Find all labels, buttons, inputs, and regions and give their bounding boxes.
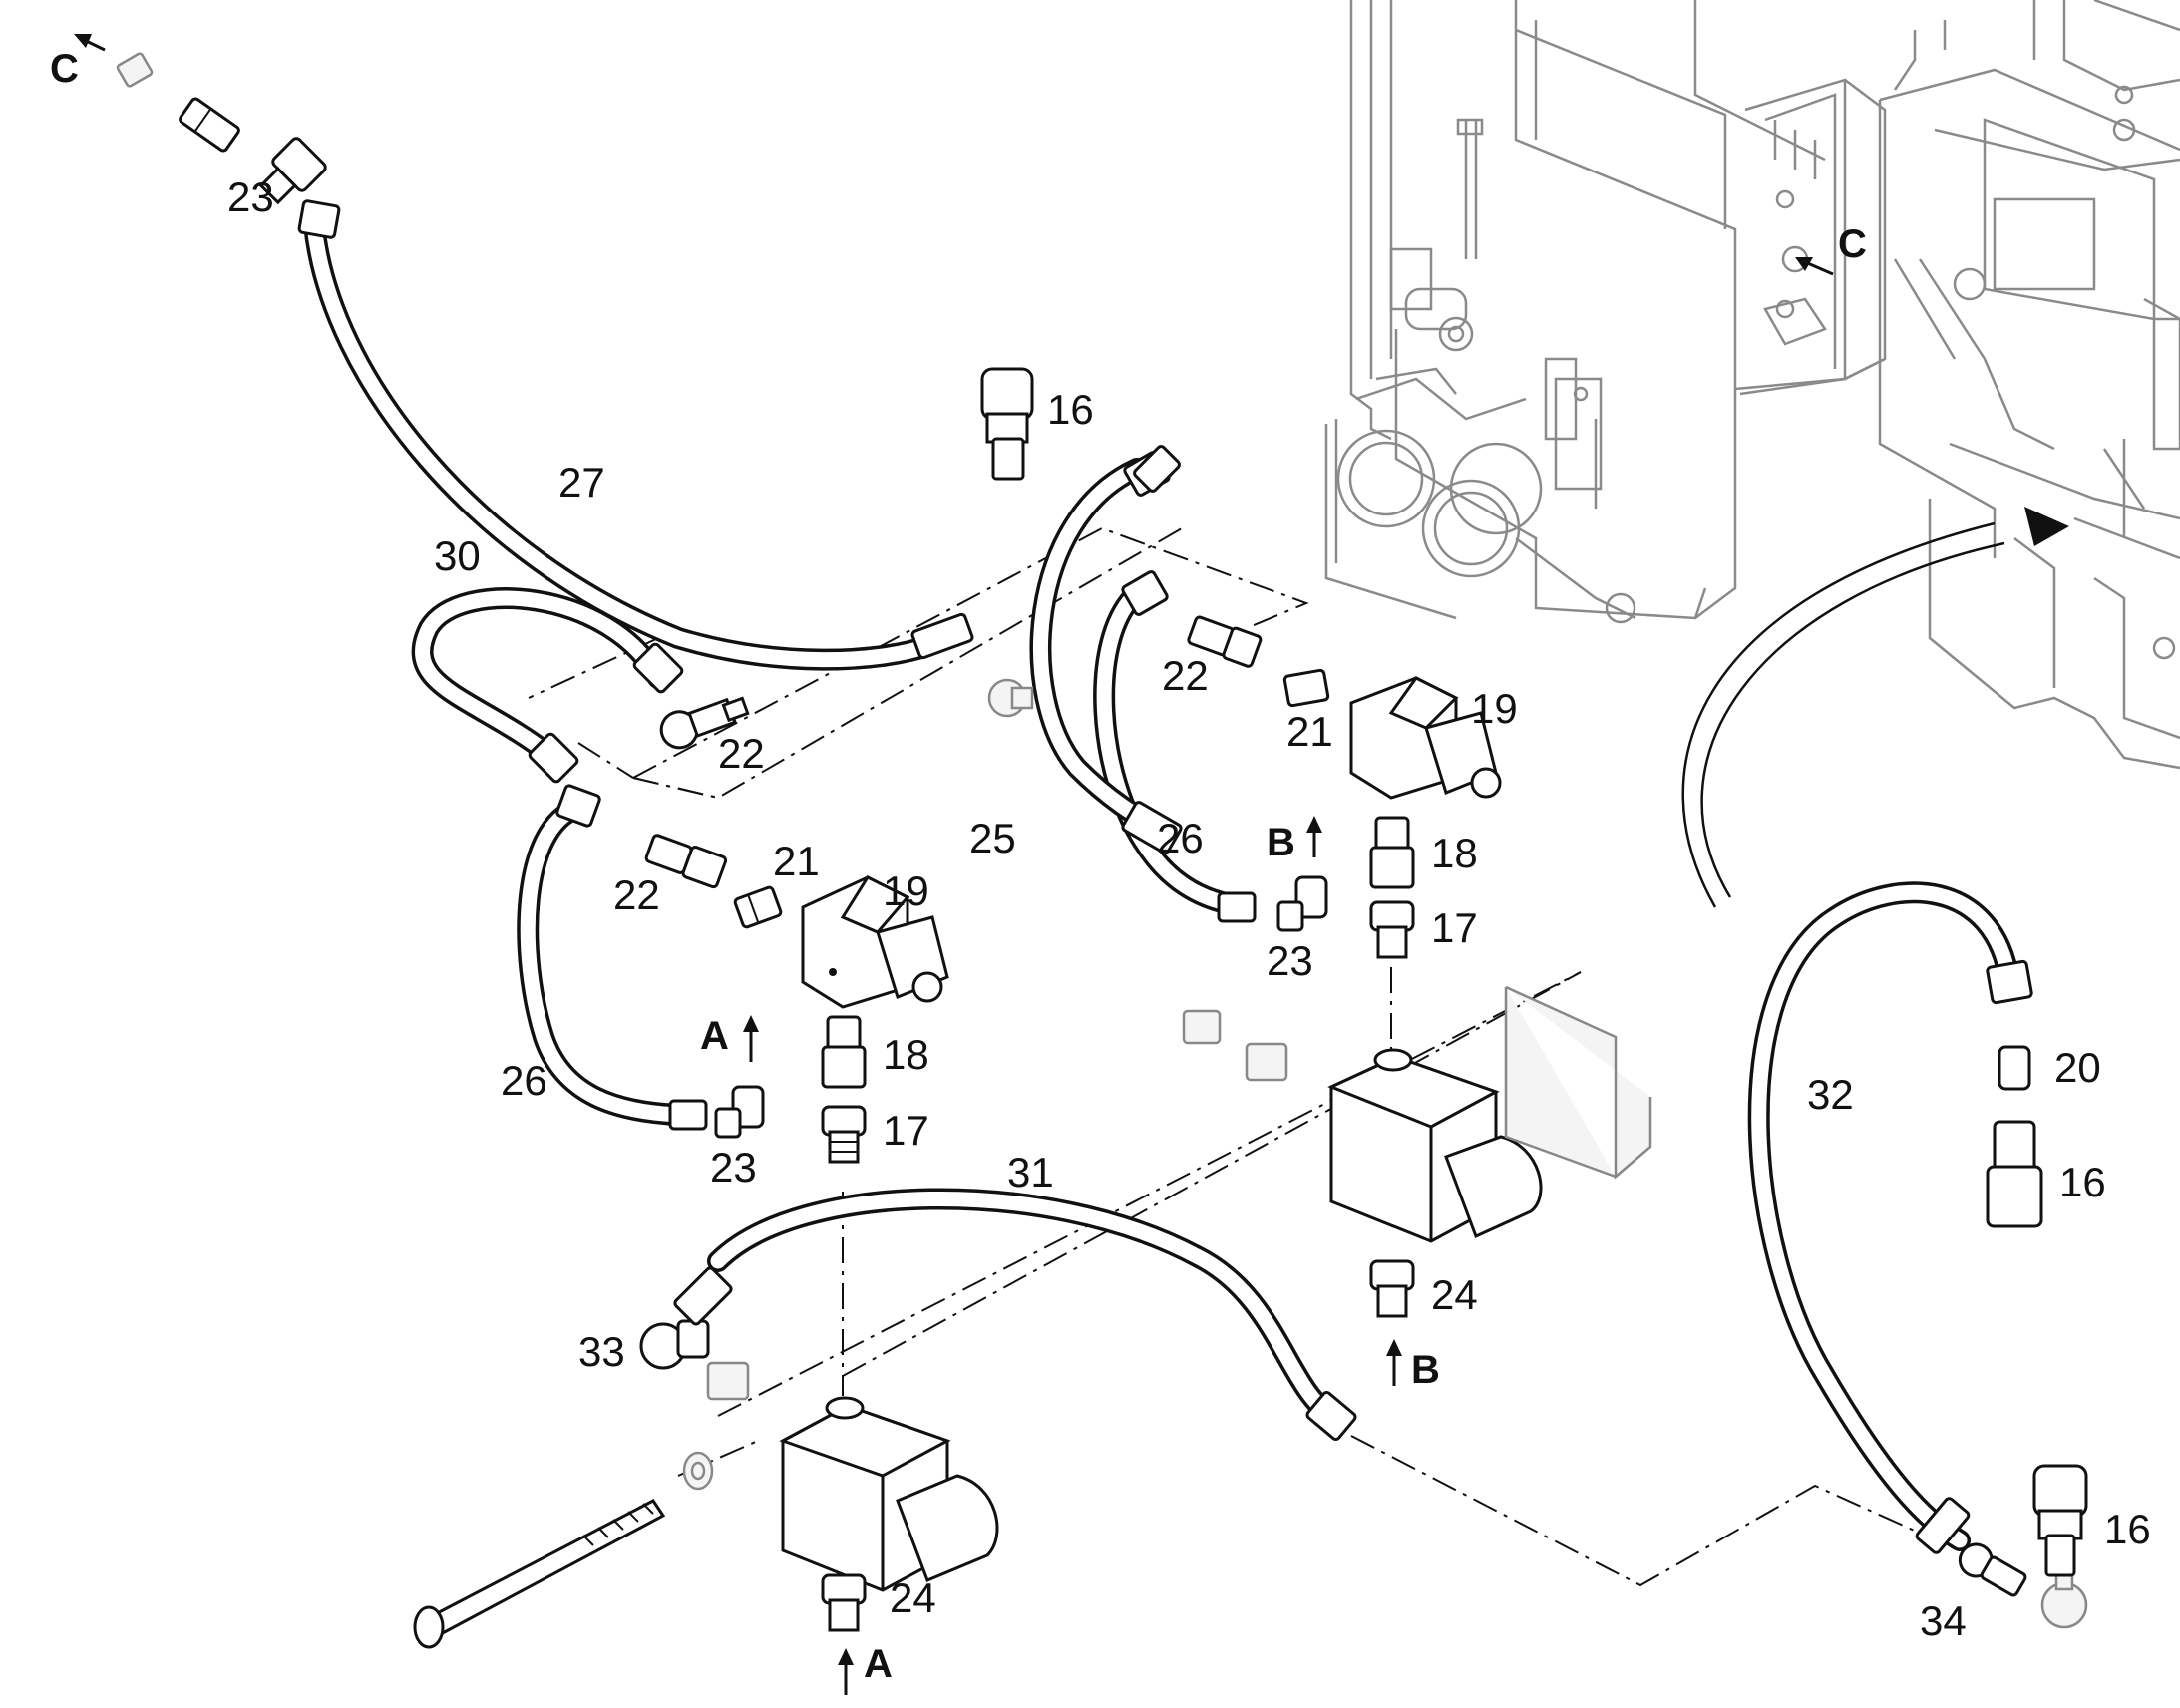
elbow-34 bbox=[1958, 1542, 2027, 1597]
part-16-mid bbox=[1986, 1120, 2043, 1228]
callout-20: 20 bbox=[2054, 1044, 2101, 1091]
ref-c-top: C bbox=[50, 47, 79, 91]
ref-a-bottom: A bbox=[864, 1642, 893, 1686]
callout-21-left: 21 bbox=[773, 838, 820, 884]
callout-25: 25 bbox=[969, 815, 1016, 861]
manifold-block-right bbox=[1327, 985, 1652, 1243]
hoses bbox=[303, 213, 2020, 1551]
callout-22-mid: 22 bbox=[613, 871, 660, 918]
fitting-23-top bbox=[258, 137, 327, 205]
part-18-right bbox=[1369, 816, 1415, 889]
callout-18-right: 18 bbox=[1431, 830, 1478, 876]
callout-27: 27 bbox=[558, 459, 605, 506]
callout-34: 34 bbox=[1920, 1597, 1967, 1644]
callout-23-right: 23 bbox=[1267, 937, 1313, 984]
ref-c-machine: C bbox=[1838, 222, 1867, 266]
part-18-left bbox=[821, 1015, 867, 1089]
callout-26-right: 26 bbox=[1157, 815, 1204, 861]
tee-22-left bbox=[659, 696, 750, 750]
elbow-23-right bbox=[1276, 875, 1328, 932]
part-16-bottom bbox=[2032, 1464, 2088, 1577]
callout-16-mid: 16 bbox=[2059, 1159, 2106, 1205]
part-17-left bbox=[821, 1105, 867, 1164]
callout-33: 33 bbox=[578, 1328, 625, 1375]
leader-lines bbox=[528, 526, 1971, 1587]
callout-23-top: 23 bbox=[227, 173, 274, 220]
hose-31 bbox=[707, 1188, 1342, 1427]
callout-17-right: 17 bbox=[1431, 904, 1478, 951]
callout-26-left: 26 bbox=[501, 1057, 547, 1104]
callout-17-left: 17 bbox=[883, 1107, 929, 1154]
callout-22-right: 22 bbox=[1162, 652, 1209, 699]
callout-32: 32 bbox=[1807, 1071, 1854, 1118]
elbow-33 bbox=[639, 1319, 710, 1370]
valve-19-left bbox=[801, 875, 949, 1009]
part-21-right bbox=[1282, 668, 1330, 708]
callout-19-right: 19 bbox=[1471, 685, 1518, 732]
callout-19-left: 19 bbox=[883, 867, 929, 914]
ref-b-bottom: B bbox=[1411, 1348, 1440, 1392]
part-16-top bbox=[980, 367, 1034, 481]
tee-22-right bbox=[1187, 615, 1263, 668]
callout-18-left: 18 bbox=[883, 1031, 929, 1078]
callout-24-left: 24 bbox=[890, 1574, 936, 1621]
part-24-right bbox=[1369, 1259, 1415, 1318]
pointer-arrow bbox=[1681, 507, 2069, 908]
callout-22-left: 22 bbox=[718, 730, 765, 777]
callout-30: 30 bbox=[434, 532, 481, 579]
part-21-left bbox=[733, 885, 783, 929]
part-17-right bbox=[1369, 900, 1415, 959]
callout-16-bottom: 16 bbox=[2104, 1506, 2151, 1552]
hose-32 bbox=[1747, 881, 2020, 1551]
callout-16-top: 16 bbox=[1047, 386, 1094, 433]
long-bolt bbox=[413, 1499, 666, 1649]
tee-22-mid bbox=[644, 834, 728, 889]
valve-19-right bbox=[1349, 676, 1502, 800]
ref-a-left: A bbox=[700, 1014, 729, 1058]
callout-24-right: 24 bbox=[1431, 1271, 1478, 1318]
callout-23-left: 23 bbox=[710, 1144, 757, 1191]
callout-21-right: 21 bbox=[1286, 708, 1333, 755]
fitting-cref bbox=[116, 52, 154, 88]
callout-31: 31 bbox=[1007, 1149, 1054, 1196]
fitting-union bbox=[179, 97, 240, 153]
part-24-left bbox=[821, 1573, 867, 1632]
callouts: 23 16 27 30 22 22 21 19 25 26 18 17 23 2… bbox=[50, 47, 2151, 1686]
part-20 bbox=[1998, 1045, 2031, 1091]
elbow-23-left bbox=[714, 1085, 765, 1139]
manifold-block-left bbox=[779, 1396, 999, 1592]
ref-b-right: B bbox=[1267, 821, 1295, 864]
ref-arrows bbox=[74, 34, 1402, 1695]
machine-body bbox=[1324, 0, 2180, 770]
parts bbox=[116, 52, 2088, 1649]
